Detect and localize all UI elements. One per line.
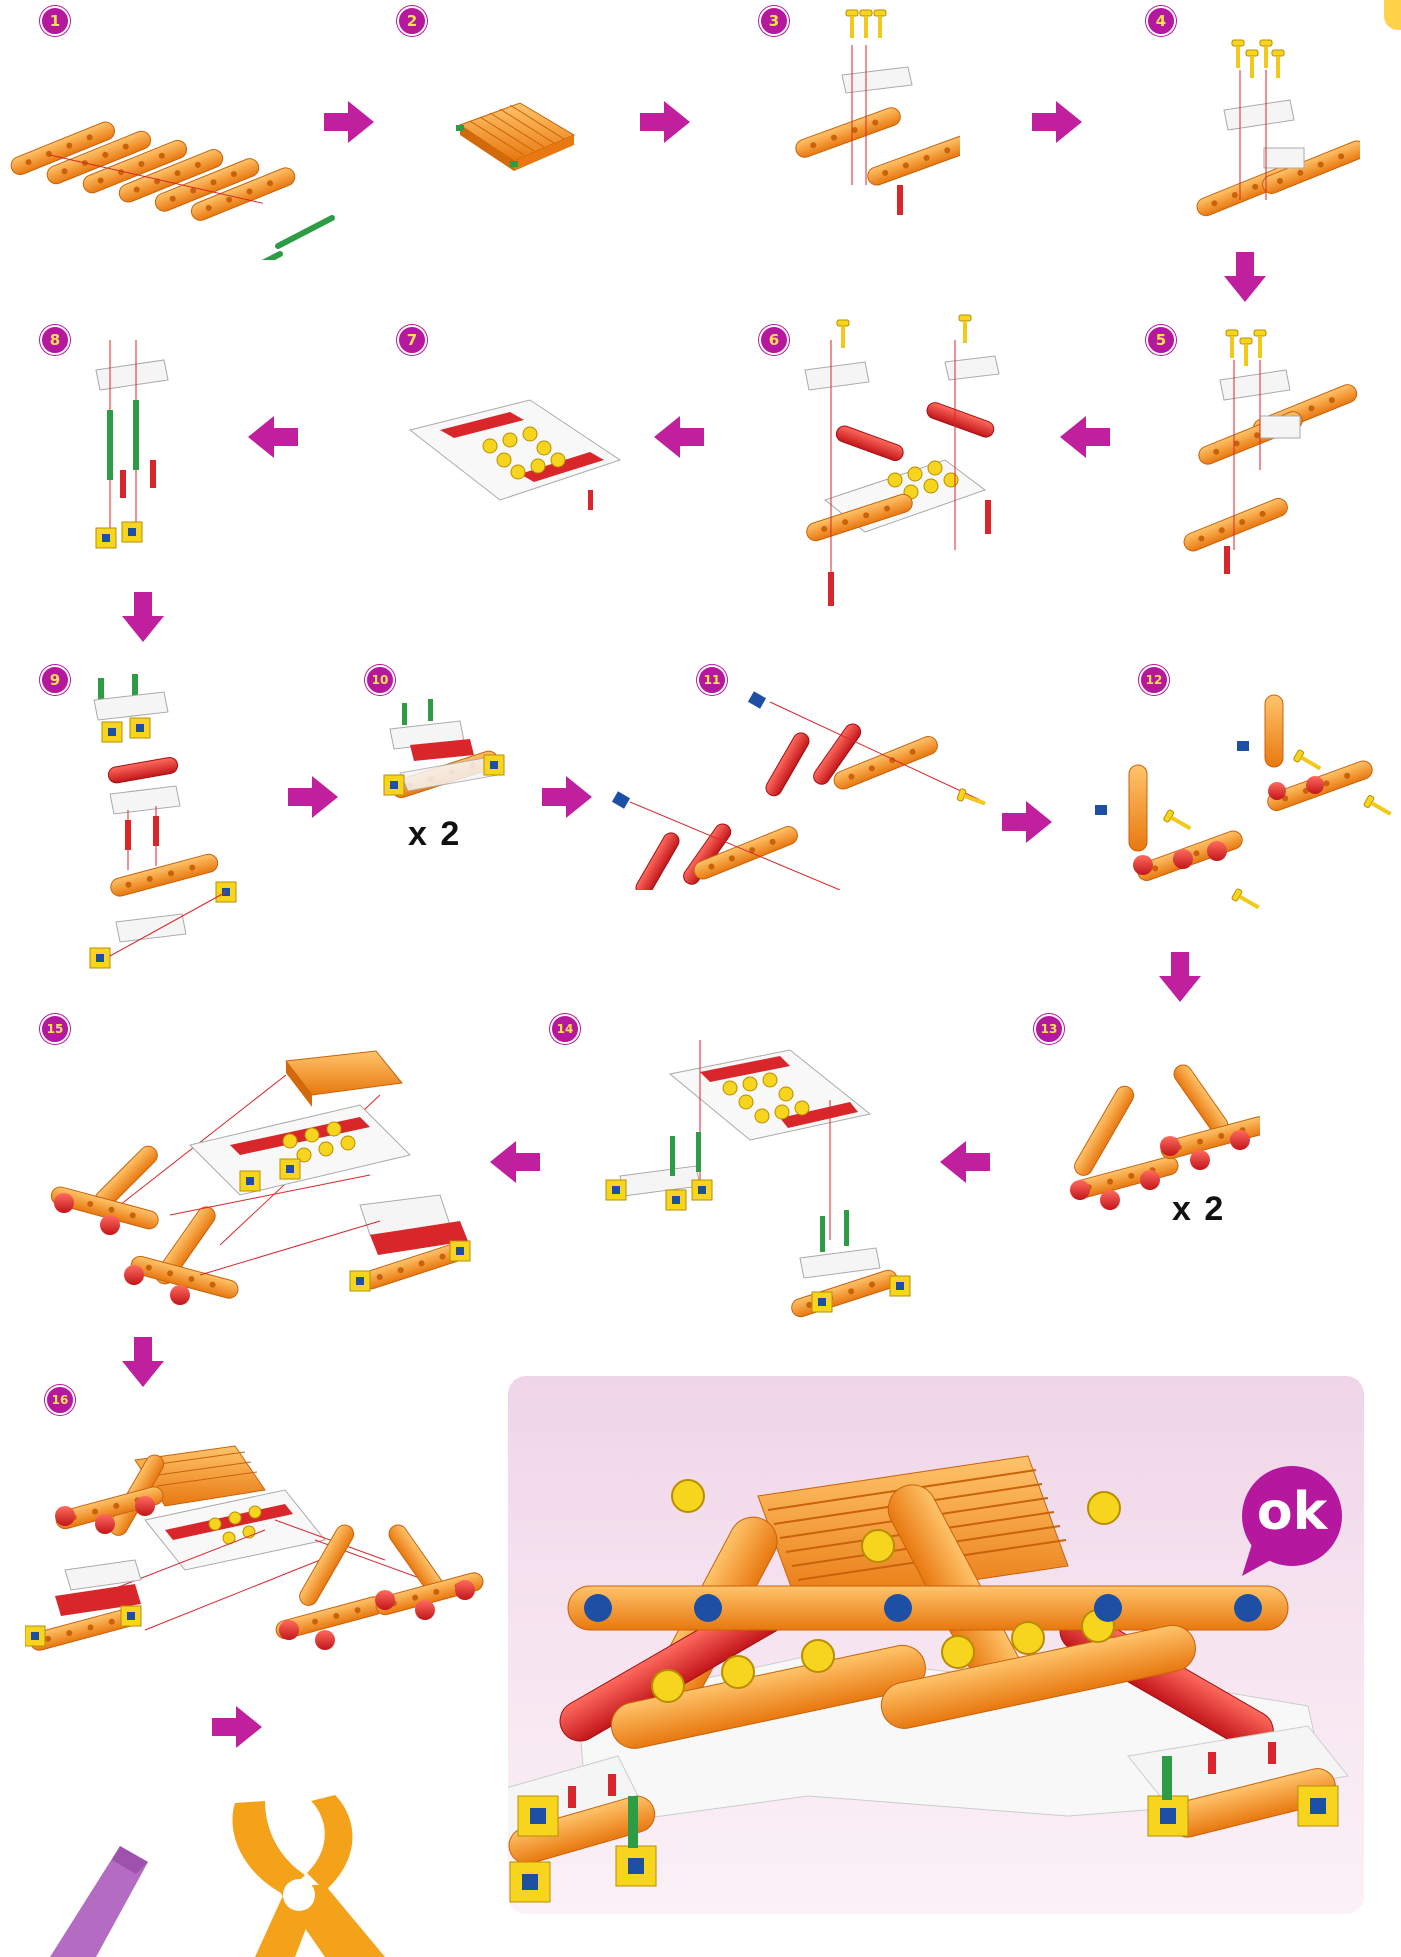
step-badge-5: 5: [1146, 325, 1176, 355]
step-11-illustration: [600, 690, 990, 890]
step-14-illustration: [600, 1040, 930, 1320]
step-badge-2: 2: [397, 6, 427, 36]
arrow-right-icon: [1000, 795, 1054, 849]
arrow-left-icon: [938, 1135, 992, 1189]
arrow-down-icon: [1153, 950, 1207, 1004]
step-badge-15: 15: [40, 1014, 70, 1044]
arrow-left-icon: [1058, 410, 1112, 464]
final-model-panel: [508, 1376, 1364, 1914]
multiplier-label: x 2: [408, 815, 461, 854]
step-badge-7: 7: [397, 325, 427, 355]
step-badge-4: 4: [1146, 6, 1176, 36]
arrow-down-icon: [1218, 250, 1272, 304]
step-4-illustration: [1180, 30, 1360, 230]
arrow-left-icon: [488, 1135, 542, 1189]
step-badge-10: 10: [365, 665, 395, 695]
step-12-illustration: [1085, 675, 1395, 915]
step-16-illustration: [25, 1420, 495, 1670]
arrow-left-icon: [652, 410, 706, 464]
pliers-icon: [215, 1795, 415, 1957]
final-model-illustration: [508, 1376, 1364, 1914]
step-15-illustration: [50, 1045, 510, 1305]
page-corner-tab: [1384, 0, 1401, 30]
step-badge-14: 14: [550, 1014, 580, 1044]
step-badge-1: 1: [40, 6, 70, 36]
step-8-illustration: [80, 330, 200, 560]
step-5-illustration: [1180, 320, 1370, 580]
arrow-right-icon: [638, 95, 692, 149]
step-badge-6: 6: [759, 325, 789, 355]
arrow-right-icon: [286, 770, 340, 824]
step-7-illustration: [400, 390, 630, 520]
arrow-right-icon: [210, 1700, 264, 1754]
step-9-illustration: [80, 670, 250, 980]
step-badge-16: 16: [45, 1385, 75, 1415]
step-2-illustration: [450, 95, 580, 175]
step-1-illustration: [0, 60, 340, 260]
step-3-illustration: [780, 5, 960, 230]
arrow-left-icon: [246, 410, 300, 464]
arrow-down-icon: [116, 1335, 170, 1389]
screwdriver-icon: [40, 1840, 160, 1957]
step-badge-9: 9: [40, 665, 70, 695]
step-badge-13: 13: [1034, 1014, 1064, 1044]
step-6-illustration: [795, 310, 1015, 610]
arrow-right-icon: [1030, 95, 1084, 149]
arrow-right-icon: [322, 95, 376, 149]
arrow-right-icon: [540, 770, 594, 824]
ok-label: ok: [1242, 1482, 1342, 1542]
arrow-down-icon: [116, 590, 170, 644]
step-13-illustration: [1060, 1050, 1260, 1220]
step-10-illustration: [380, 695, 510, 805]
ok-speech-bubble-icon: ok: [1228, 1460, 1352, 1584]
step-badge-8: 8: [40, 325, 70, 355]
multiplier-label: x 2: [1172, 1190, 1225, 1229]
